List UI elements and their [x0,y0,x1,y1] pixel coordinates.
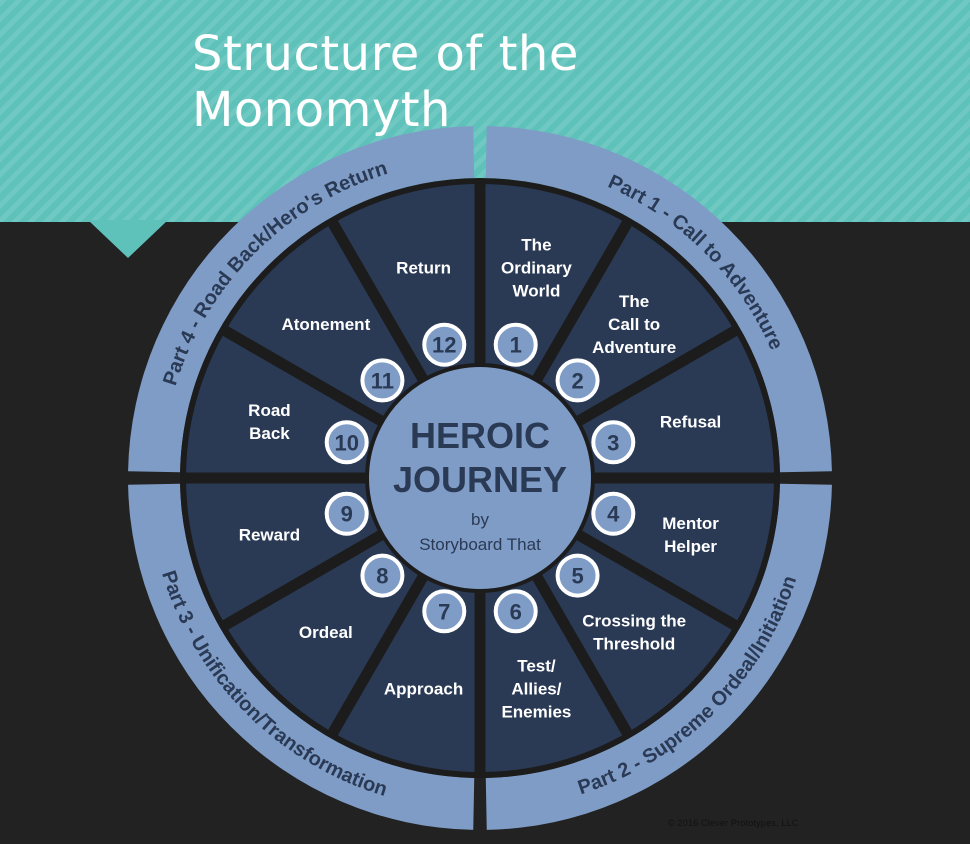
part-ring-quadrant-3 [128,483,475,830]
hub-title-line-1: HEROIC [410,415,550,456]
badge-number: 7 [438,599,450,624]
badge-number: 8 [376,564,388,589]
stage-number-badge-4: 4 [591,491,636,536]
stage-number-badge-11: 11 [360,358,405,403]
badge-number: 2 [571,368,583,393]
badge-number: 11 [371,368,394,393]
stage-dividers [184,182,776,774]
stage-number-badge-1: 1 [493,322,538,367]
badge-number: 9 [341,502,353,527]
slide-title: Structure of the Monomyth [192,26,712,138]
badge-circle [493,322,538,367]
badge-circle [493,589,538,634]
badge-circle [555,553,600,598]
stage-number-badge-6: 6 [493,589,538,634]
center-hub: HEROIC JOURNEY by Storyboard That [365,363,595,593]
stage-label-9: Reward [239,525,300,544]
stage-divider [220,325,385,427]
badge-number: 6 [510,599,522,624]
badge-circle [324,491,369,536]
badge-circle [555,358,600,403]
stage-divider [531,218,633,383]
stage-number-badge-5: 5 [555,553,600,598]
badge-number: 10 [334,430,358,455]
stage-label-3: Refusal [660,413,721,432]
stage-label-8: Ordeal [299,623,353,642]
header-notch [88,220,168,258]
stage-number-badge-9: 9 [324,491,369,536]
part-ring-quadrant-4 [128,126,475,473]
header-band [0,0,970,222]
stage-divider [531,573,633,738]
stage-number-badge-8: 8 [360,553,405,598]
part-ring-quadrant-1 [485,126,832,473]
stage-divider [575,325,740,427]
stage-number-badge-2: 2 [555,358,600,403]
stage-segments [186,184,774,772]
stage-number-badge-10: 10 [324,420,369,465]
stage-label-6: Test/Allies/Enemies [501,657,571,722]
badge-number: 12 [432,333,456,358]
badge-number: 5 [571,564,583,589]
badge-circle [324,420,369,465]
hub-circle [365,363,595,593]
part-ring-quadrant-2 [485,483,832,830]
copyright-text: © 2016 Clever Prototypes, LLC [668,818,799,828]
badge-number: 4 [607,502,620,527]
hub-title-line-2: JOURNEY [393,459,567,500]
badge-circle [591,491,636,536]
stage-divider [327,573,429,738]
stage-label-7: Approach [384,680,463,699]
stage-number-badge-3: 3 [591,420,636,465]
stage-divider [327,218,429,383]
slide-title-line-1: Structure of the [192,26,579,82]
stage-number-badge-12: 12 [422,322,467,367]
stage-number-badge-7: 7 [422,589,467,634]
badge-number: 1 [510,333,522,358]
stage-label-12: Return [396,258,451,277]
stage-divider [575,529,740,631]
stage-divider [220,529,385,631]
hub-credit-text: Storyboard That [419,535,541,554]
badge-number: 3 [607,430,619,455]
badge-circle [591,420,636,465]
slide-title-line-2: Monomyth [192,82,451,138]
badge-circle [360,358,405,403]
hub-by-text: by [471,510,489,529]
stage-label-11: Atonement [281,315,370,334]
badge-circle [422,322,467,367]
badge-circle [422,589,467,634]
badge-circle [360,553,405,598]
